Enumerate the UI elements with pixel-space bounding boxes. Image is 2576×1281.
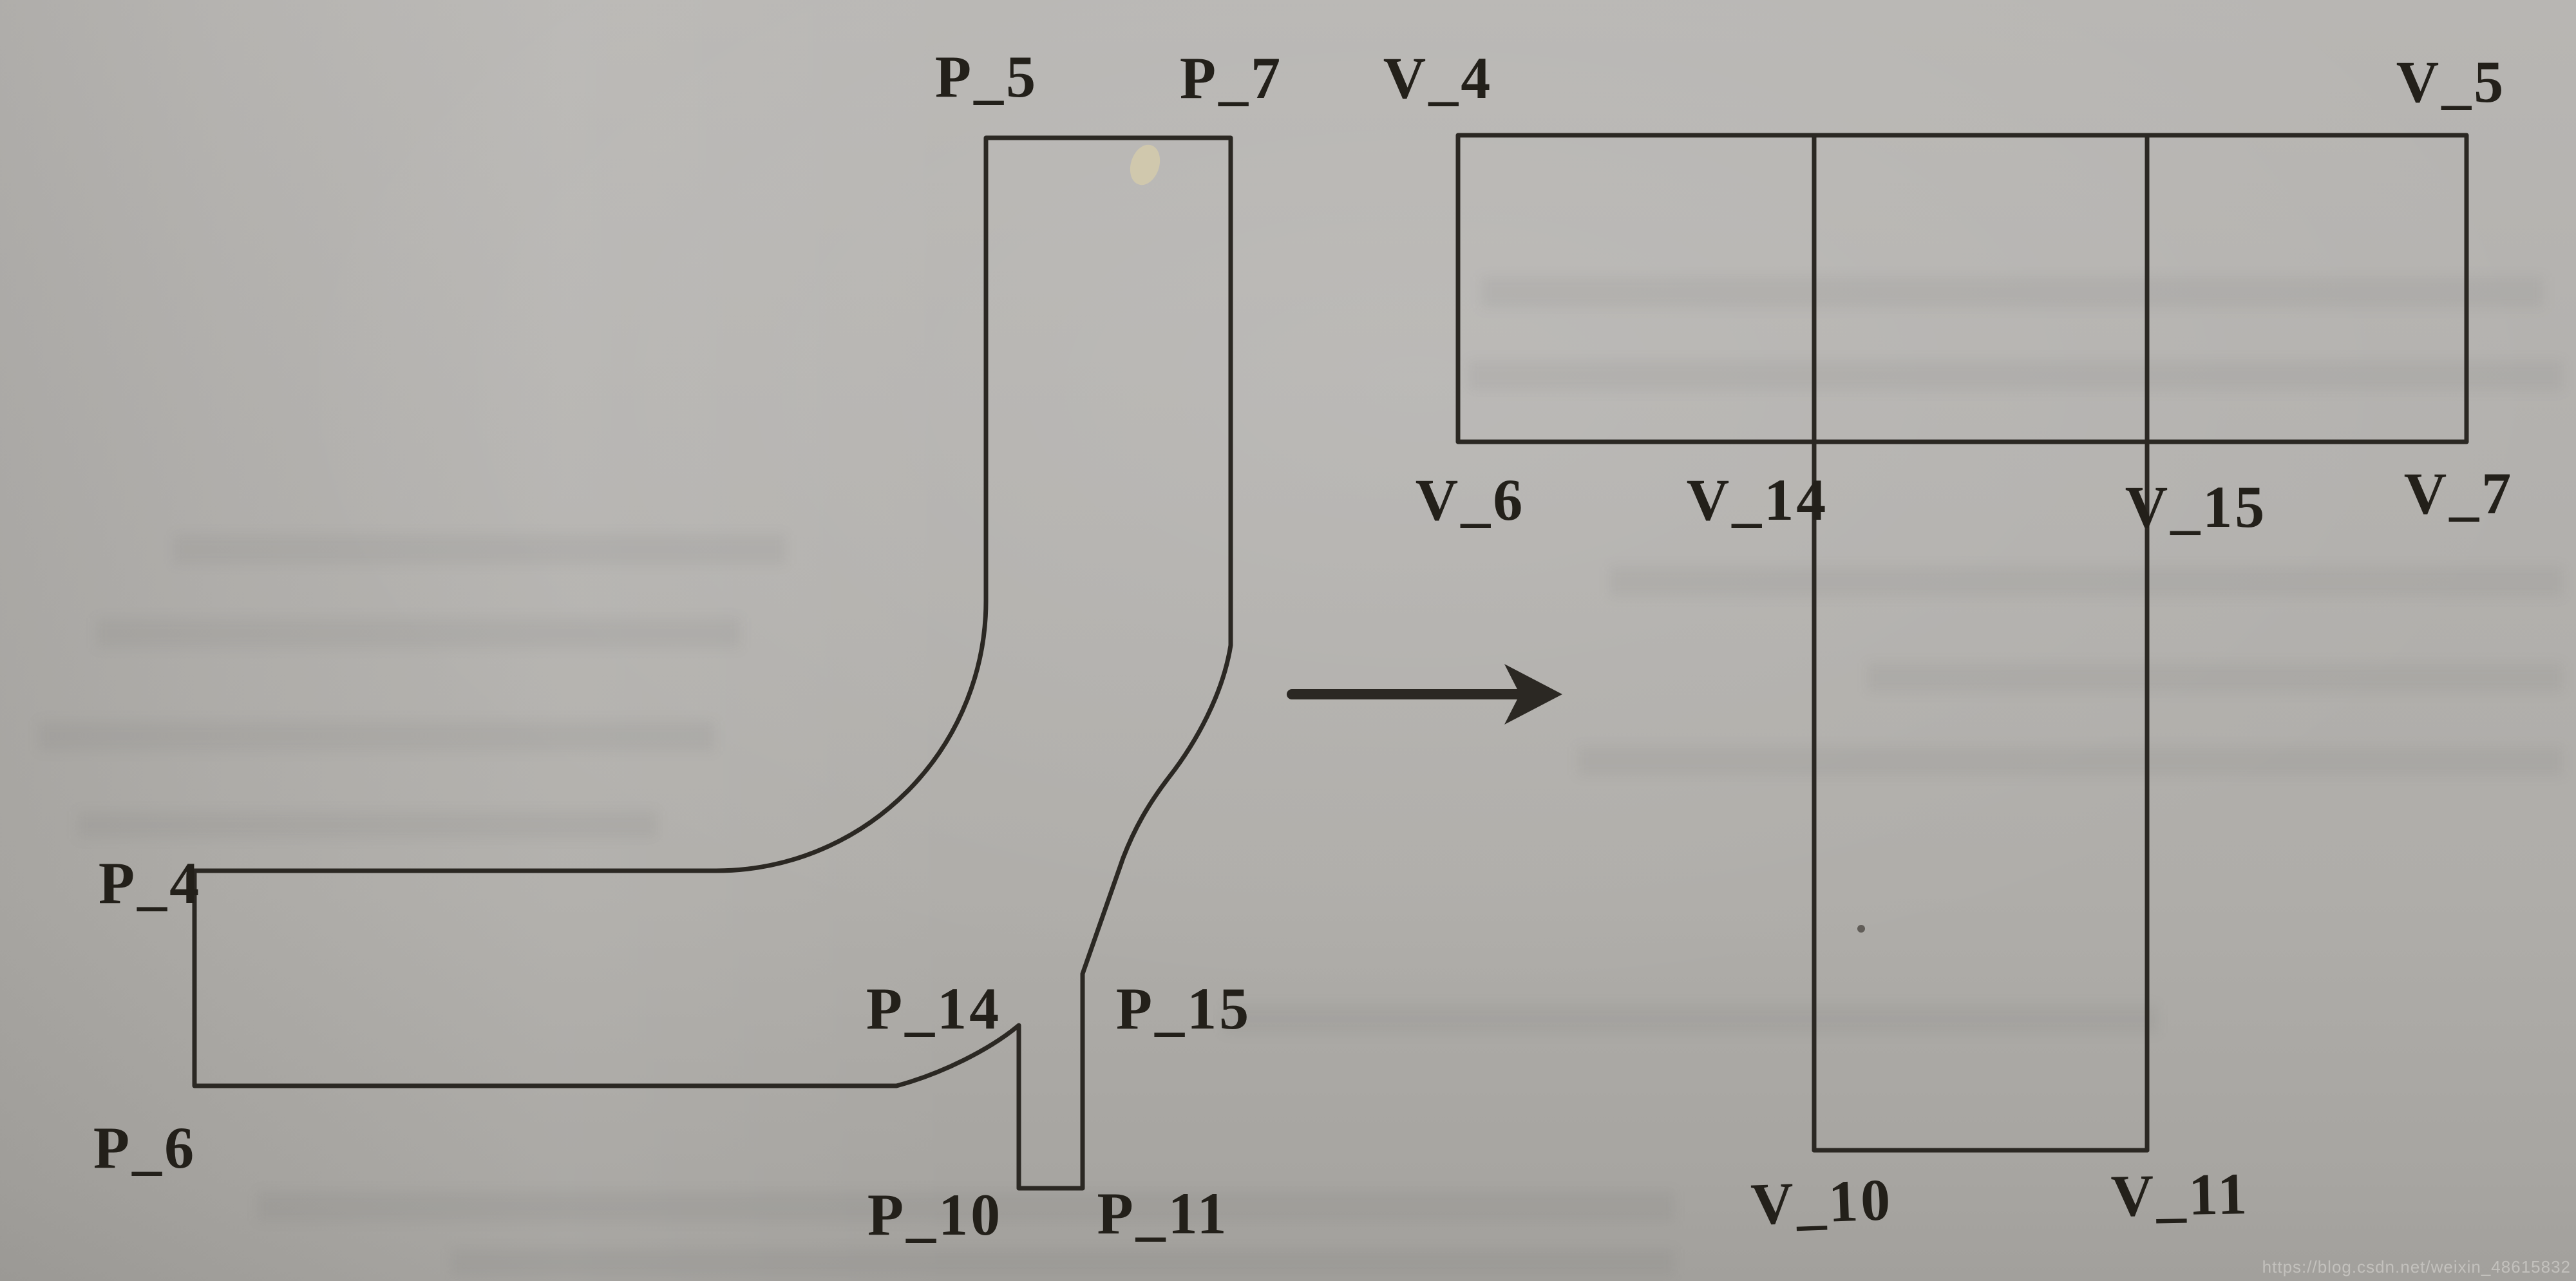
label-p7: P_7: [1180, 45, 1283, 111]
label-v4: V_4: [1383, 45, 1493, 111]
ink-speck: [1857, 925, 1865, 933]
bleedthrough-smudge: [1868, 663, 2563, 692]
label-p10: P_10: [867, 1182, 1003, 1248]
label-p6: P_6: [93, 1115, 196, 1181]
label-p4: P_4: [99, 850, 202, 916]
label-p11: P_11: [1097, 1181, 1229, 1246]
bleedthrough-smudge: [39, 721, 715, 751]
pipe-elbow-outline: [192, 135, 1233, 1191]
label-v14: V_14: [1687, 467, 1828, 533]
bleedthrough-smudge: [1578, 747, 2563, 775]
bleedthrough-smudge: [174, 535, 786, 564]
paper-speck: [1130, 144, 1160, 185]
label-v15: V_15: [2125, 474, 2267, 540]
bleedthrough-smudge: [258, 1191, 1674, 1221]
bleedthrough-smudges: [39, 277, 2563, 1275]
label-p14: P_14: [866, 976, 1001, 1041]
watermark-text: https://blog.csdn.net/weixin_48615832: [2262, 1257, 2571, 1276]
label-p5: P_5: [935, 44, 1038, 109]
label-v6: V_6: [1416, 467, 1525, 533]
bleedthrough-smudge: [1481, 277, 2544, 308]
unfolded-layout: [1455, 133, 2469, 1153]
bleedthrough-smudge: [97, 618, 741, 648]
bleedthrough-smudge: [1610, 567, 2563, 596]
transform-arrow-icon: [1287, 664, 1562, 725]
label-v5: V_5: [2396, 49, 2506, 115]
bleedthrough-smudge: [77, 811, 657, 839]
label-v7: V_7: [2404, 460, 2514, 526]
label-v11: V_11: [2110, 1161, 2250, 1229]
arrow-head: [1504, 664, 1562, 725]
bleedthrough-smudge: [1468, 361, 2563, 390]
label-p15: P_15: [1116, 976, 1251, 1041]
bleedthrough-smudge: [1224, 1005, 2157, 1033]
label-v10: V_10: [1750, 1166, 1894, 1237]
bleedthrough-smudge: [451, 1249, 1674, 1275]
top-strip-rect: [1455, 133, 2469, 444]
